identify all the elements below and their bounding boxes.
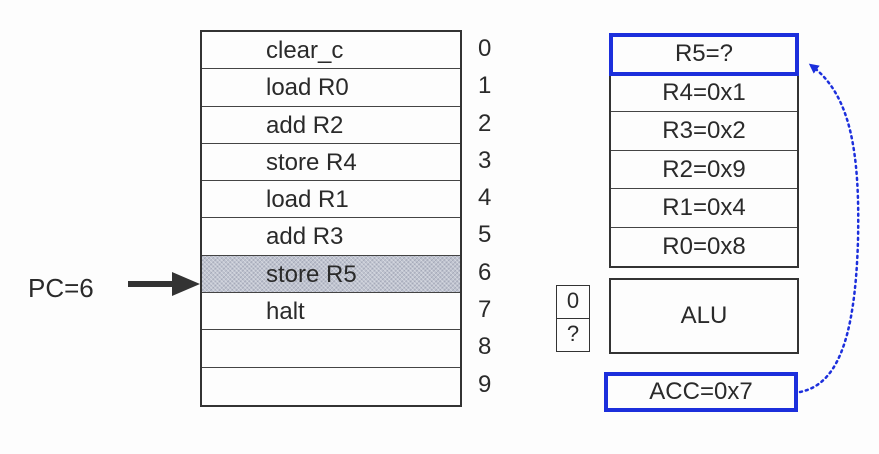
memory-row-1: load R0 [202, 69, 460, 107]
instruction-memory-table: clear_c load R0 add R2 store R4 load R1 … [200, 30, 462, 407]
address-label: 6 [478, 258, 492, 286]
register-r4: R4=0x1 [611, 74, 797, 112]
address-label: 4 [478, 184, 492, 212]
memory-row-7: halt [202, 293, 460, 331]
register-r3: R3=0x2 [611, 112, 797, 151]
address-label: 1 [478, 72, 492, 100]
alu-flag-zero: 0 [556, 285, 590, 319]
register-file: R5=? R4=0x1 R3=0x2 R2=0x9 R1=0x4 R0=0x8 [609, 33, 799, 268]
program-counter-label: PC=6 [28, 273, 94, 303]
memory-address-column: 0 1 2 3 4 5 6 7 8 9 [478, 30, 508, 403]
accumulator-register: ACC=0x7 [604, 372, 798, 412]
register-r1: R1=0x4 [611, 189, 797, 228]
pc-pointer-arrow [128, 272, 200, 296]
memory-row-2: add R2 [202, 107, 460, 144]
address-label: 0 [478, 35, 492, 62]
memory-row-0: clear_c [202, 32, 460, 70]
address-label: 5 [478, 221, 492, 249]
register-r2: R2=0x9 [611, 151, 797, 189]
memory-row-3: store R4 [202, 144, 460, 182]
address-label: 2 [478, 109, 492, 137]
memory-row-6-current: store R5 [202, 255, 460, 294]
register-r5: R5=? [609, 33, 799, 76]
memory-row-4: load R1 [202, 181, 460, 219]
memory-row-9 [202, 368, 460, 405]
memory-row-5: add R3 [202, 218, 460, 256]
address-label: 8 [478, 333, 492, 361]
address-label: 9 [478, 370, 492, 398]
memory-row-8 [202, 330, 460, 368]
alu-box: ALU [609, 278, 799, 354]
register-r0: R0=0x8 [662, 232, 746, 260]
address-label: 7 [478, 296, 492, 324]
address-label: 3 [478, 146, 492, 174]
store-dotted-arrow [798, 63, 860, 394]
alu-flag-unknown: ? [556, 318, 590, 352]
